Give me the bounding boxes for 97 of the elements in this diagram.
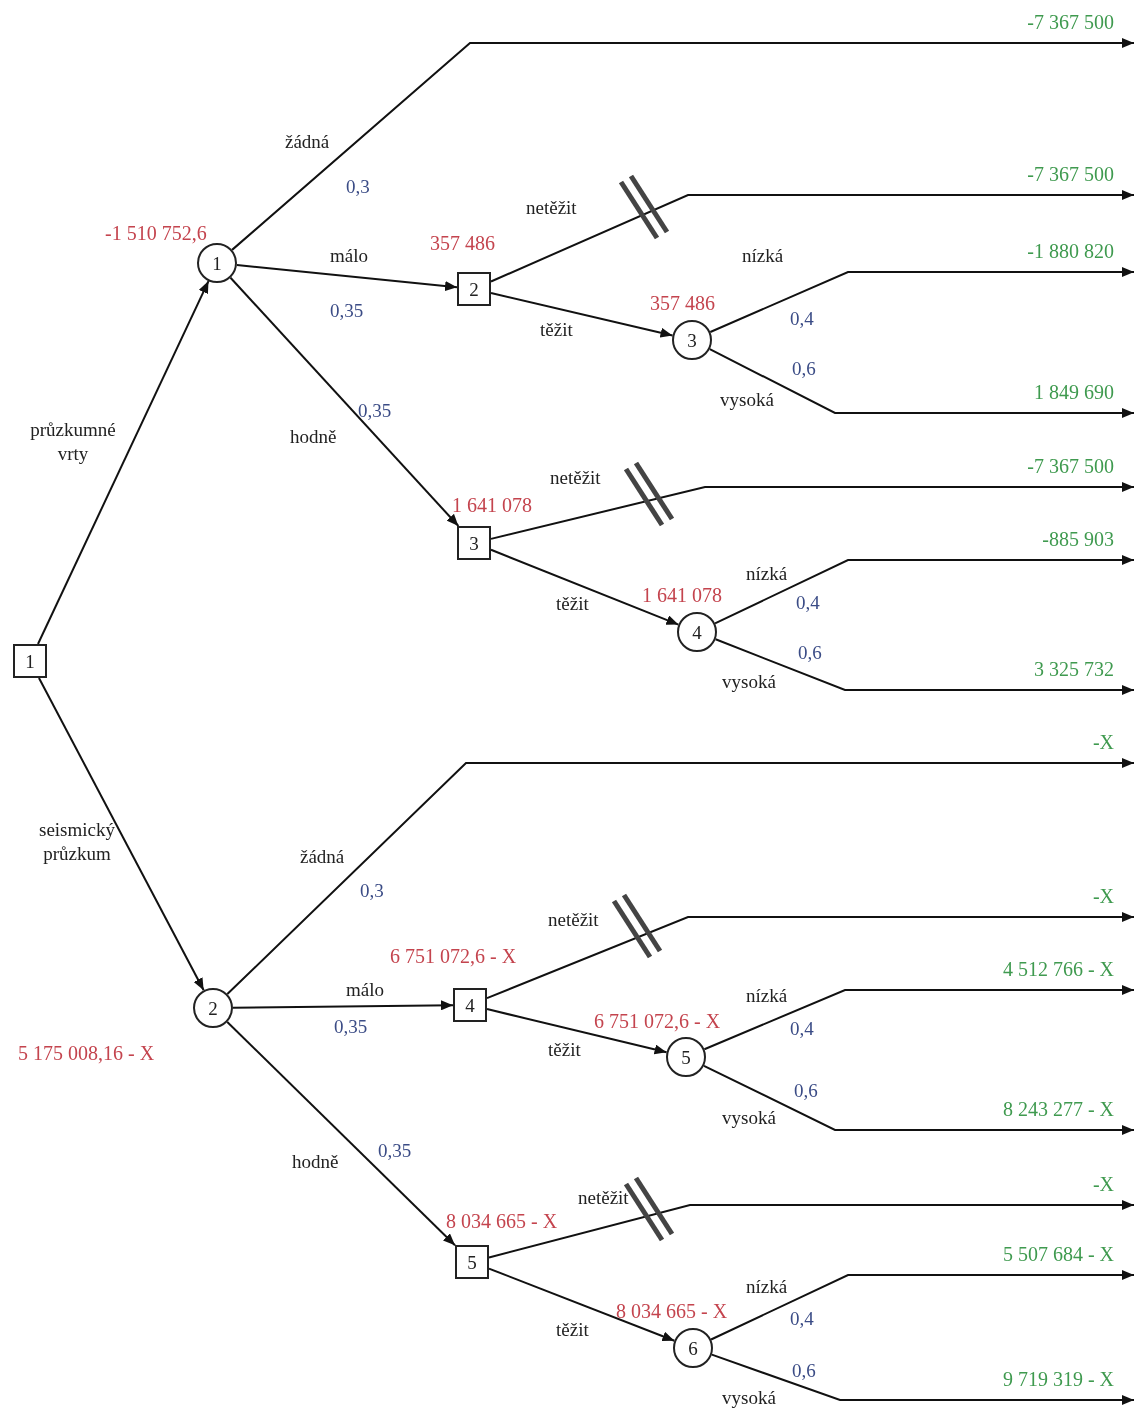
expected-value: 8 034 665 - X: [616, 1300, 728, 1322]
arrow: [229, 276, 460, 527]
arrow: [226, 758, 1135, 996]
payoff-value: -1 880 820: [1027, 240, 1114, 262]
arrow: [488, 1267, 676, 1342]
payoff-value: 8 243 277 - X: [1002, 1098, 1114, 1120]
expected-value: 6 751 072,6 - X: [390, 945, 517, 967]
payoff-value: -X: [1092, 885, 1114, 907]
edge-label: seismický průzkum: [38, 818, 116, 866]
arrow: [490, 292, 674, 338]
arrow: [235, 264, 458, 292]
probability-label: 0,6: [792, 1360, 816, 1382]
arrow: [702, 1064, 1135, 1135]
edge-label: těžit: [540, 318, 573, 342]
arrow: [490, 482, 1135, 540]
payoff-value: 5 507 684 - X: [1002, 1243, 1114, 1265]
payoff-value: -7 367 500: [1027, 455, 1114, 477]
probability-label: 0,6: [798, 642, 822, 664]
edge-label: žádná: [285, 130, 330, 154]
edge-label: průzkumné vrty: [29, 418, 117, 466]
probability-label: 0,3: [346, 176, 370, 198]
arrow: [232, 1000, 454, 1011]
probability-label: 0,3: [360, 880, 384, 902]
payoff-value: -X: [1092, 731, 1114, 753]
arrow: [37, 280, 210, 645]
probability-label: 0,4: [790, 308, 814, 330]
arrow: [708, 348, 1135, 418]
payoff-value: 4 512 766 - X: [1002, 958, 1114, 980]
payoff-value: -X: [1092, 1173, 1114, 1195]
decision-node: 2: [457, 272, 491, 306]
probability-label: 0,4: [796, 592, 820, 614]
edge-label: nízká: [746, 562, 788, 586]
edge-label: hodně: [290, 425, 337, 449]
decision-node: 5: [455, 1245, 489, 1279]
expected-value: 357 486: [430, 232, 495, 254]
edge-label: vysoká: [722, 1106, 776, 1130]
probability-label: 0,35: [358, 400, 392, 422]
arrow: [703, 985, 1135, 1051]
probability-label: 0,6: [794, 1080, 818, 1102]
arrow: [709, 267, 1135, 333]
arrow: [714, 638, 1135, 695]
edge-label: nízká: [746, 984, 788, 1008]
edge-label: netěžit: [548, 908, 599, 932]
arrow: [490, 190, 1135, 283]
chance-node: 6: [673, 1328, 713, 1368]
arrow: [714, 555, 1135, 625]
decision-node: 3: [457, 526, 491, 560]
arrow: [226, 1021, 456, 1247]
edge-label: těžit: [556, 1318, 589, 1342]
edge-label: nízká: [746, 1275, 788, 1299]
edge-label: těžit: [556, 592, 589, 616]
payoff-value: 9 719 319 - X: [1002, 1368, 1114, 1390]
expected-value: 1 641 078: [452, 494, 532, 516]
arrow: [37, 677, 205, 992]
probability-label: 0,6: [792, 358, 816, 380]
chance-node: 1: [197, 243, 237, 283]
decision-node: 4: [453, 988, 487, 1022]
arrow: [490, 548, 680, 626]
edge-label: málo: [330, 244, 368, 268]
expected-value: 357 486: [650, 292, 715, 314]
expected-value: 6 751 072,6 - X: [594, 1010, 721, 1032]
expected-value: 5 175 008,16 - X: [18, 1042, 155, 1064]
probability-label: 0,4: [790, 1308, 814, 1330]
chance-node: 3: [672, 320, 712, 360]
edge-label: vysoká: [720, 388, 774, 412]
expected-value: -1 510 752,6: [105, 222, 207, 244]
arrow: [231, 38, 1135, 251]
edge-label: vysoká: [722, 670, 776, 694]
probability-label: 0,35: [330, 300, 364, 322]
arrow: [710, 1353, 1135, 1405]
probability-label: 0,4: [790, 1018, 814, 1040]
arrow: [710, 1270, 1135, 1341]
payoff-value: -885 903: [1042, 528, 1114, 550]
payoff-value: -7 367 500: [1027, 11, 1114, 33]
chance-node: 2: [193, 988, 233, 1028]
edge-label: netěžit: [550, 466, 601, 490]
probability-label: 0,35: [334, 1016, 368, 1038]
expected-value: 1 641 078: [642, 584, 722, 606]
payoff-value: 1 849 690: [1034, 381, 1114, 403]
edge-label: těžit: [548, 1038, 581, 1062]
expected-value: 8 034 665 - X: [446, 1210, 558, 1232]
edge-label: netěžit: [526, 196, 577, 220]
edge-label: nízká: [742, 244, 784, 268]
probability-label: 0,35: [378, 1140, 412, 1162]
decision-node: 1: [13, 644, 47, 678]
edge-label: hodně: [292, 1150, 339, 1174]
edge-label: vysoká: [722, 1386, 776, 1410]
chance-node: 5: [666, 1037, 706, 1077]
arrow: [486, 1008, 668, 1055]
arrow: [488, 1200, 1135, 1259]
edge-label: málo: [346, 978, 384, 1002]
edge-label: netěžit: [578, 1186, 629, 1210]
payoff-value: 3 325 732: [1034, 658, 1114, 680]
chance-node: 4: [677, 612, 717, 652]
payoff-value: -7 367 500: [1027, 163, 1114, 185]
edge-label: žádná: [300, 845, 345, 869]
arrow: [486, 912, 1135, 1000]
